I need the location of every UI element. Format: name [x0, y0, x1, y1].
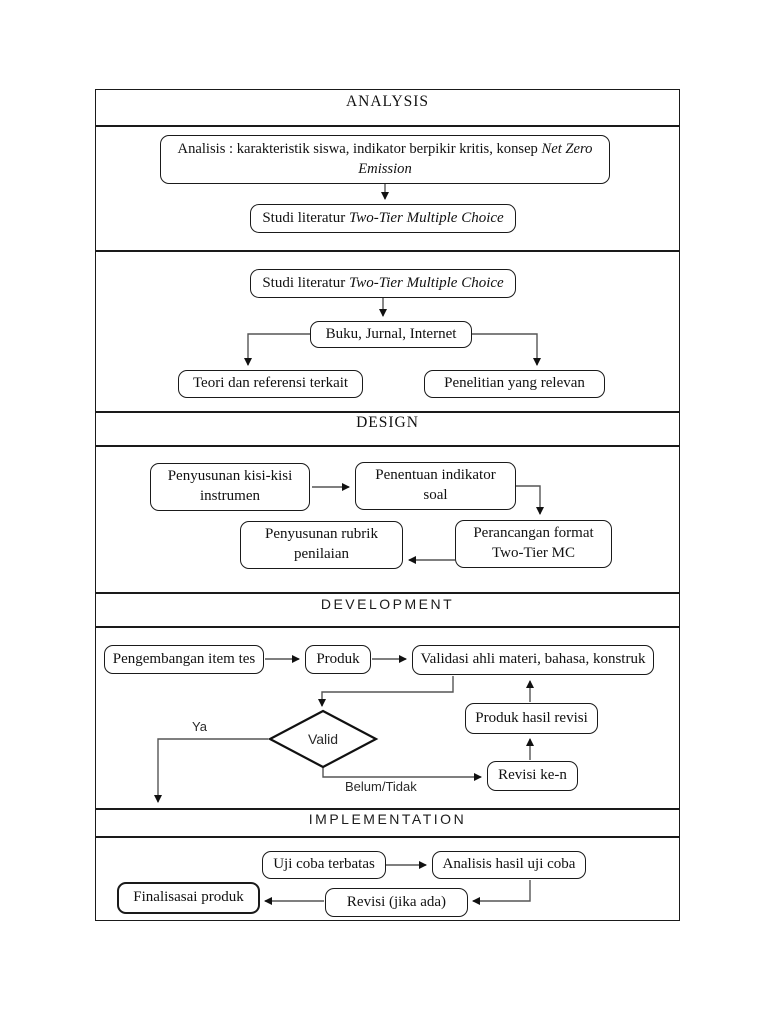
box-penyusunan-rubrik: Penyusunan rubrik penilaian: [240, 521, 403, 569]
box-literatur2-text: Studi literatur: [262, 274, 346, 291]
flowchart-frame: [95, 89, 680, 921]
box-analisis-karakteristik: Analisis : karakteristik siswa, indikato…: [160, 135, 610, 184]
box-penyusunan-kisi-kisi: Penyusunan kisi-kisi instrumen: [150, 463, 310, 511]
label-valid: Valid: [307, 731, 339, 747]
box-uji-coba-terbatas: Uji coba terbatas: [262, 851, 386, 879]
box-revisi-jika-ada: Revisi (jika ada): [325, 888, 468, 917]
box-pengembangan-item: Pengembangan item tes: [104, 645, 264, 674]
section-header-development: DEVELOPMENT: [320, 596, 455, 612]
separator-implementation-top: [95, 808, 680, 810]
box-penelitian-relevan: Penelitian yang relevan: [424, 370, 605, 398]
box-analisis-italic: Net Zero Emission: [358, 141, 593, 177]
separator-implementation-bottom: [95, 836, 680, 838]
box-perancangan-format: Perancangan format Two-Tier MC: [455, 520, 612, 568]
box-finalisasi-produk: Finalisasai produk: [117, 882, 260, 914]
box-teori-referensi: Teori dan referensi terkait: [178, 370, 363, 398]
section-header-analysis: ANALYSIS: [345, 93, 430, 110]
separator-development-top: [95, 592, 680, 594]
box-produk: Produk: [305, 645, 371, 674]
section-header-design: DESIGN: [356, 414, 419, 431]
box-buku-jurnal-internet: Buku, Jurnal, Internet: [310, 321, 472, 348]
label-belum-tidak: Belum/Tidak: [345, 779, 417, 794]
separator-analysis-content: [95, 250, 680, 252]
label-ya: Ya: [192, 719, 207, 734]
box-produk-hasil-revisi: Produk hasil revisi: [465, 703, 598, 734]
separator-design-top: [95, 411, 680, 413]
box-literatur1-italic: Two-Tier Multiple Choice: [348, 209, 504, 226]
box-studi-literatur-1: Studi literatur Two-Tier Multiple Choice: [250, 204, 516, 233]
separator-development-bottom: [95, 626, 680, 628]
box-studi-literatur-2: Studi literatur Two-Tier Multiple Choice: [250, 269, 516, 298]
box-revisi-ke-n: Revisi ke-n: [487, 761, 578, 791]
box-analisis-text: Analisis : karakteristik siswa, indikato…: [177, 141, 538, 158]
section-header-implementation: IMPLEMENTATION: [308, 811, 467, 827]
separator-design-bottom: [95, 445, 680, 447]
box-literatur2-italic: Two-Tier Multiple Choice: [348, 274, 504, 291]
box-validasi-ahli: Validasi ahli materi, bahasa, konstruk: [412, 645, 654, 675]
separator-analysis-bottom: [95, 125, 680, 127]
box-penentuan-indikator: Penentuan indikator soal: [355, 462, 516, 510]
box-literatur1-text: Studi literatur: [262, 209, 346, 226]
box-analisis-hasil-uji: Analisis hasil uji coba: [432, 851, 586, 879]
